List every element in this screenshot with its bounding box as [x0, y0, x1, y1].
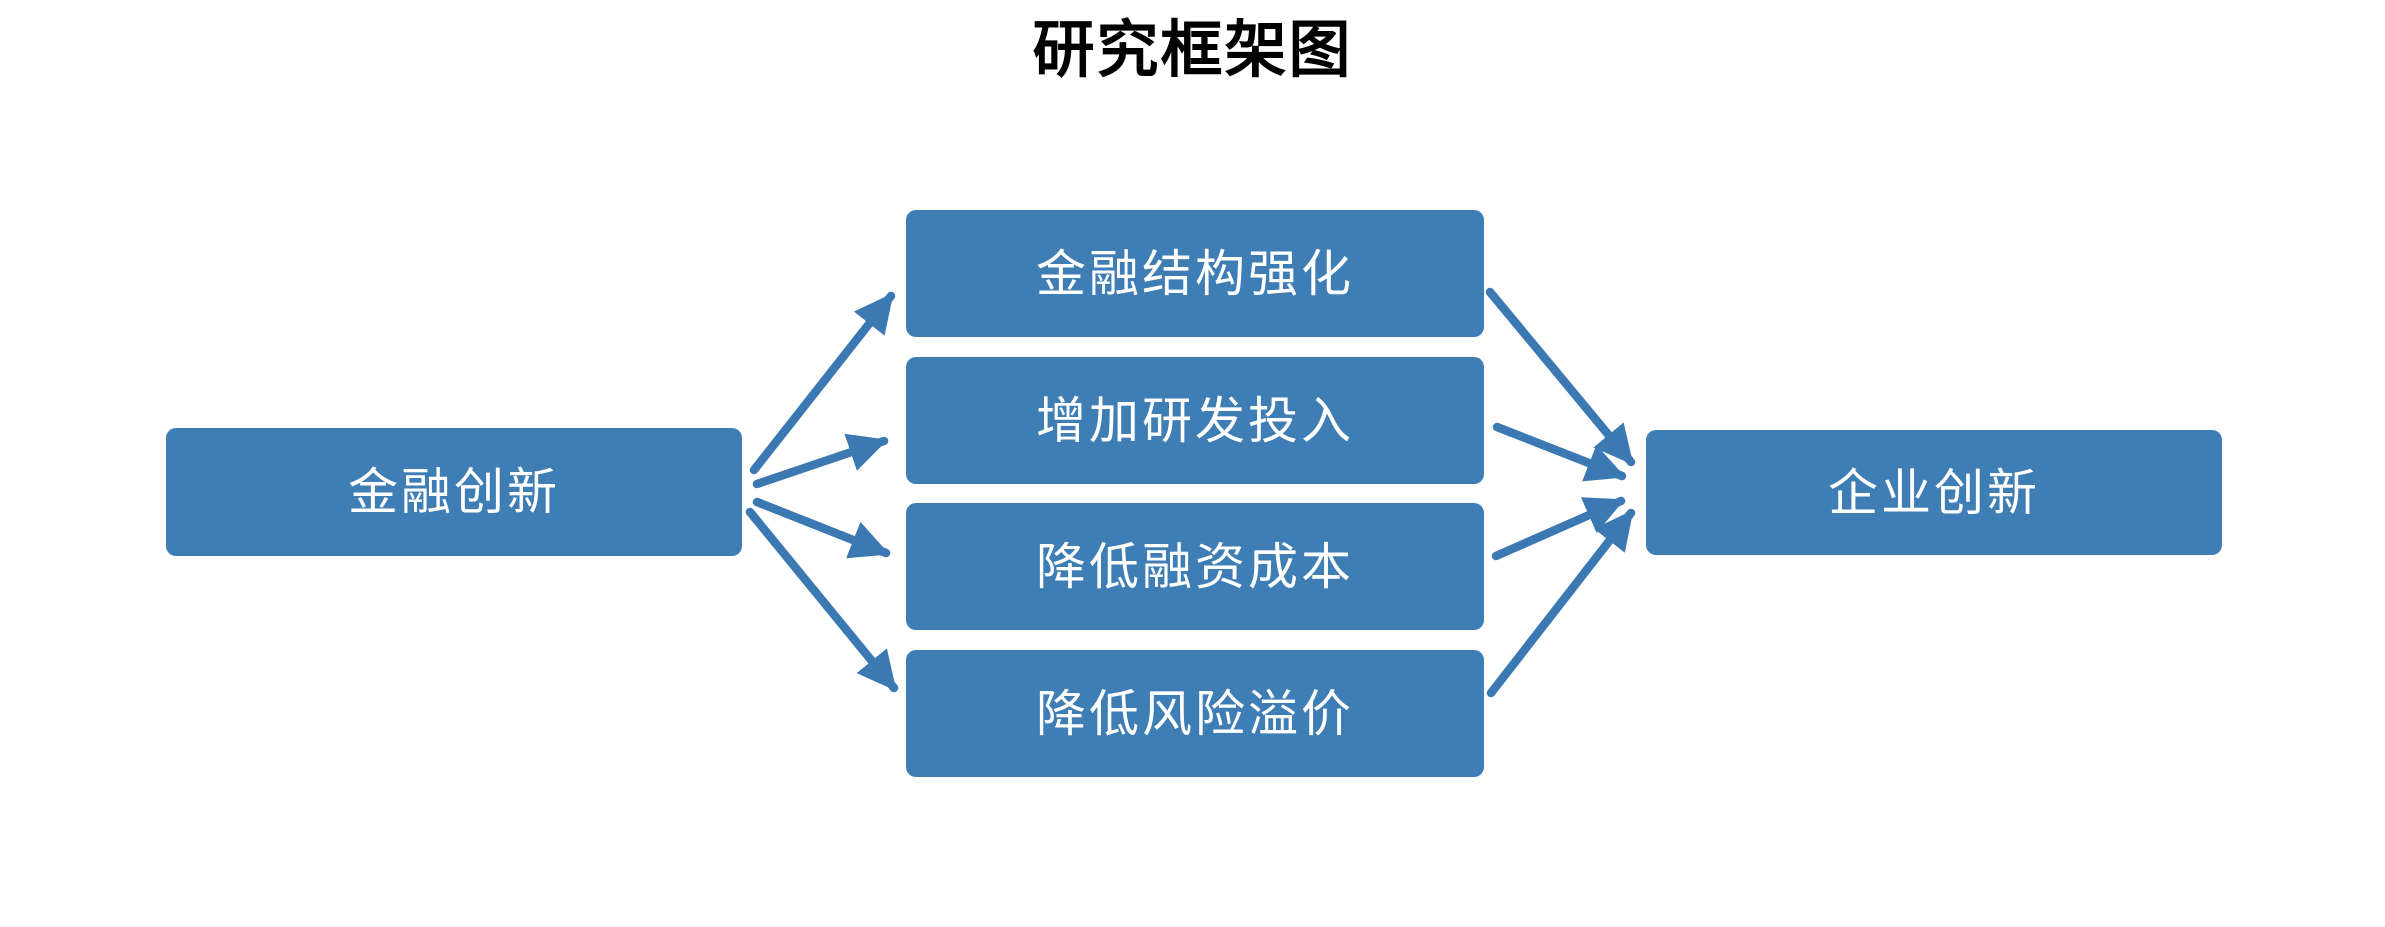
node-financial-innovation-label: 金融创新 — [348, 464, 560, 520]
arrow-financial-innovation-to-lower-financing-cost — [752, 497, 891, 559]
arrow-financial-innovation-to-increase-rd-investment — [752, 433, 889, 489]
node-lower-financing-cost-label: 降低融资成本 — [1036, 538, 1354, 595]
arrow-lower-financing-cost-to-enterprise-innovation — [1491, 496, 1626, 561]
arrow-increase-rd-investment-to-enterprise-innovation — [1492, 422, 1627, 482]
arrow-financial-innovation-to-lower-risk-premium — [745, 507, 899, 693]
node-financial-structure-strengthening: 金融结构强化 — [906, 210, 1484, 337]
node-financial-innovation: 金融创新 — [166, 428, 742, 556]
diagram-title: 研究框架图 — [1032, 16, 1353, 85]
node-enterprise-innovation: 企业创新 — [1646, 430, 2222, 555]
arrow-lower-risk-premium-to-enterprise-innovation — [1486, 508, 1636, 698]
node-lower-financing-cost: 降低融资成本 — [906, 503, 1484, 630]
arrow-financial-innovation-to-financial-structure-strengthening — [749, 291, 896, 475]
node-financial-structure-strengthening-label: 金融结构强化 — [1036, 245, 1354, 302]
node-lower-risk-premium-label: 降低风险溢价 — [1036, 685, 1354, 742]
arrow-financial-structure-strengthening-to-enterprise-innovation — [1485, 287, 1636, 467]
node-increase-rd-investment: 增加研发投入 — [906, 357, 1484, 484]
node-enterprise-innovation-label: 企业创新 — [1828, 464, 2040, 521]
node-increase-rd-investment-label: 增加研发投入 — [1036, 392, 1354, 449]
node-lower-risk-premium: 降低风险溢价 — [906, 650, 1484, 777]
